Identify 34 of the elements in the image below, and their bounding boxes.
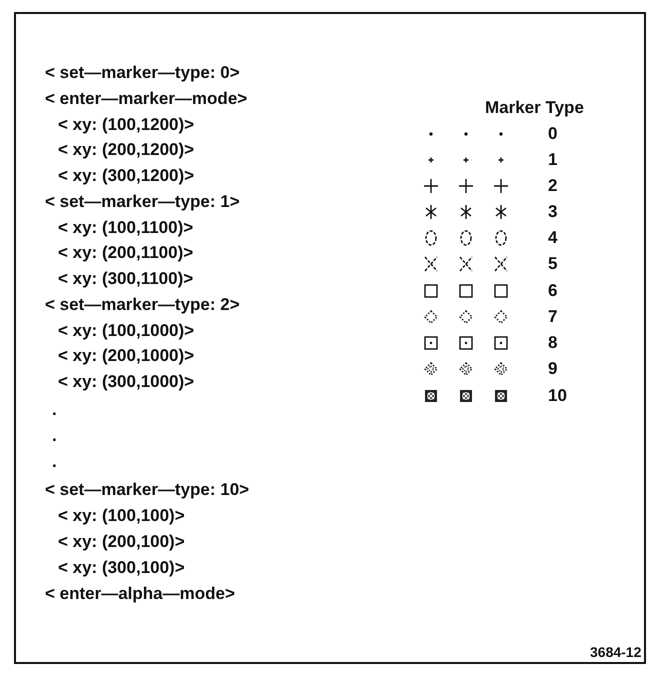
marker-type-number: 3	[548, 202, 558, 222]
code-line: < xy: (100,100)>	[58, 506, 185, 526]
marker-type-number: 4	[548, 228, 558, 248]
code-line: < xy: (300,1200)>	[58, 166, 194, 186]
code-line: < set—marker—type: 10>	[45, 480, 250, 500]
marker-type-number: 8	[548, 333, 558, 353]
marker-type-number: 0	[548, 124, 558, 144]
ellipsis-dot: .	[52, 426, 57, 446]
marker-type-number: 5	[548, 254, 558, 274]
code-line: < xy: (200,1100)>	[58, 243, 194, 263]
code-line: < xy: (200,100)>	[58, 532, 185, 552]
code-line: < set—marker—type: 2>	[45, 295, 240, 315]
code-line: < xy: (300,1100)>	[58, 269, 194, 289]
code-line: < set—marker—type: 0>	[45, 63, 240, 83]
code-line: < xy: (200,1200)>	[58, 140, 194, 160]
column-heading: Marker Type	[485, 98, 584, 118]
ellipsis-dot: .	[52, 400, 57, 420]
code-line: < enter—alpha—mode>	[45, 584, 235, 604]
marker-type-number: 1	[548, 150, 558, 170]
marker-type-number: 7	[548, 307, 558, 327]
code-line: < set—marker—type: 1>	[45, 192, 240, 212]
figure-number: 3684-12	[590, 643, 642, 662]
code-line: < xy: (100,1100)>	[58, 218, 194, 238]
marker-type-number: 6	[548, 281, 558, 301]
code-line: < xy: (200,1000)>	[58, 346, 194, 366]
code-line: < xy: (300,1000)>	[58, 372, 194, 392]
code-line: < xy: (100,1200)>	[58, 115, 194, 135]
code-line: < xy: (300,100)>	[58, 558, 185, 578]
ellipsis-dot: .	[52, 452, 57, 472]
code-line: < xy: (100,1000)>	[58, 321, 194, 341]
marker-type-number: 10	[548, 386, 567, 406]
marker-type-number: 9	[548, 359, 558, 379]
marker-type-number: 2	[548, 176, 558, 196]
code-line: < enter—marker—mode>	[45, 89, 248, 109]
